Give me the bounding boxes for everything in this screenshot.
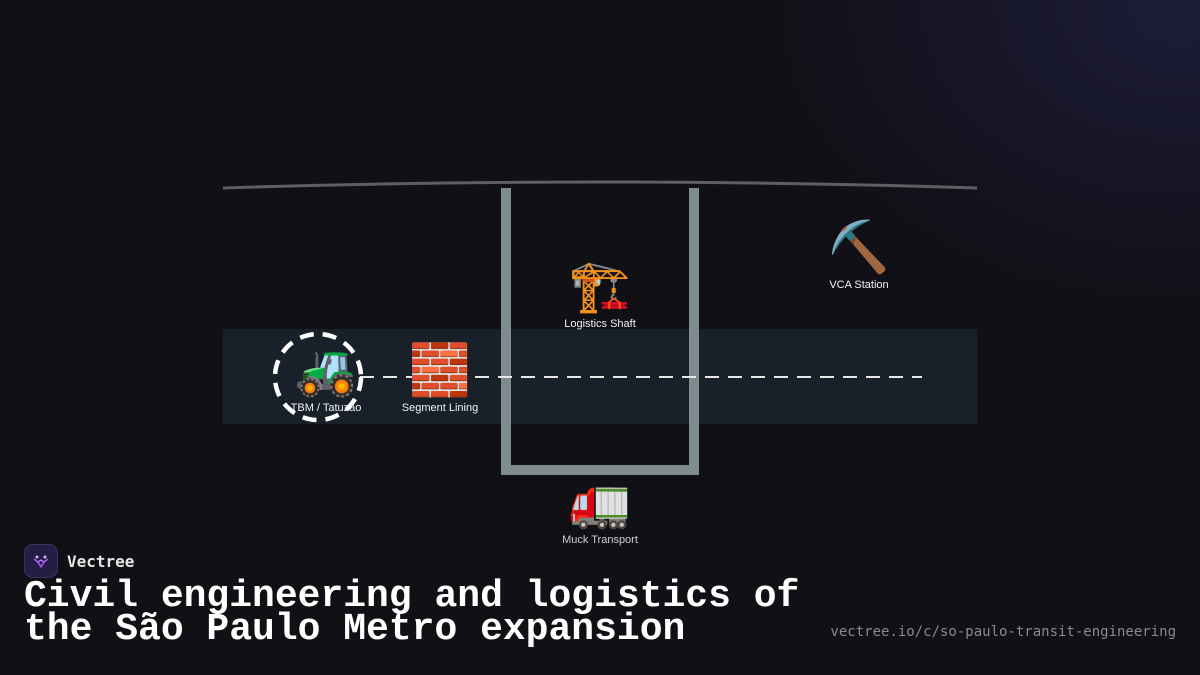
surface-line bbox=[222, 180, 978, 190]
vca-station-label: VCA Station bbox=[829, 279, 889, 291]
segment-lining-node: 🧱 Segment Lining bbox=[402, 342, 478, 414]
tractor-icon: 🚜 bbox=[294, 342, 358, 398]
logistics-shaft-node: 🏗️ Logistics Shaft bbox=[564, 258, 636, 330]
vectree-logo-icon bbox=[24, 544, 58, 578]
logistics-shaft-label: Logistics Shaft bbox=[564, 318, 636, 330]
source-url: vectree.io/c/so-paulo-transit-engineerin… bbox=[830, 624, 1176, 640]
brand: Vectree bbox=[24, 544, 134, 578]
crane-icon: 🏗️ bbox=[568, 258, 632, 314]
tbm-cutter-ring bbox=[272, 331, 364, 423]
tbm-label: TBM / Tatuzão bbox=[290, 402, 362, 414]
logistics-shaft-walls bbox=[501, 188, 699, 475]
muck-transport-label: Muck Transport bbox=[562, 534, 638, 546]
page-title: Civil engineering and logistics of the S… bbox=[24, 575, 800, 651]
truck-icon: 🚛 bbox=[568, 474, 632, 530]
tbm-node: 🚜 TBM / Tatuzão bbox=[291, 342, 362, 414]
vca-station-node: ⛏️ VCA Station bbox=[828, 219, 890, 291]
pick-icon: ⛏️ bbox=[827, 219, 891, 275]
brand-name: Vectree bbox=[67, 551, 135, 571]
segment-lining-label: Segment Lining bbox=[401, 402, 479, 414]
muck-transport-node: 🚛 Muck Transport bbox=[562, 474, 638, 546]
brick-icon: 🧱 bbox=[408, 342, 472, 398]
